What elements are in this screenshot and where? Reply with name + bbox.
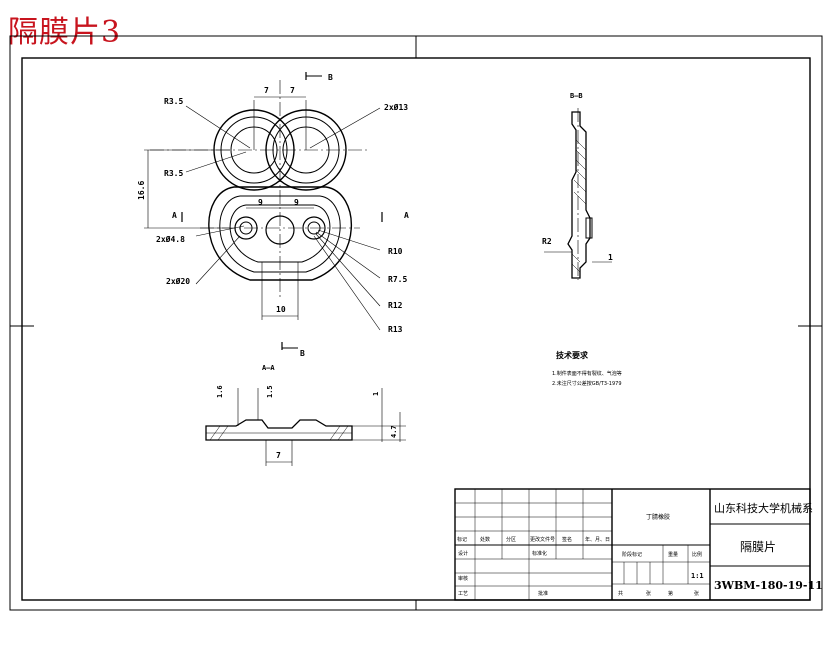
dim-sec-1: 1 xyxy=(372,392,380,396)
tb-scale: 1:1 xyxy=(691,572,704,580)
dim-10: 10 xyxy=(276,305,286,314)
dim-r2: R2 xyxy=(542,237,552,246)
plan-view xyxy=(144,72,383,350)
side-view xyxy=(544,108,612,280)
notes-line-2: 2.未注尺寸公差按GB/T3-1979 xyxy=(552,380,622,387)
tb-header-4: 签名 xyxy=(562,536,572,543)
tb-header-1: 处数 xyxy=(480,536,490,543)
notes-title: 技术要求 xyxy=(556,350,589,360)
dim-side-1: 1 xyxy=(608,253,613,262)
tb-header-3: 更改文件号 xyxy=(530,536,555,543)
dim-2x13: 2xØ13 xyxy=(384,102,408,112)
dim-16-6: 16.6 xyxy=(137,181,146,200)
title-block-text: 标记 处数 分区 更改文件号 签名 年、月、日 设计 标准化 审核 工艺 批准 … xyxy=(457,501,823,597)
tb-stage-header: 阶段标记 xyxy=(622,551,642,558)
dim-sec-1-6: 1.6 xyxy=(216,385,224,398)
tb-design-label: 设计 xyxy=(458,550,468,557)
dim-2x20: 2xØ20 xyxy=(166,276,190,286)
tb-header-2: 分区 xyxy=(506,536,516,543)
dim-r12: R12 xyxy=(388,301,403,310)
dim-r13: R13 xyxy=(388,325,403,334)
tb-sheet-2: 第 xyxy=(668,590,673,597)
notes-line-1: 1.制件表面不得有裂纹、气泡等 xyxy=(552,370,622,377)
tb-material: 丁腈橡胶 xyxy=(646,513,670,521)
dim-sec-4-7: 4.7 xyxy=(390,425,398,438)
tb-sheet-1: 张 xyxy=(646,590,651,597)
side-view-title: B—B xyxy=(570,92,583,100)
tb-header-5: 年、月、日 xyxy=(585,536,610,543)
dim-9-right: 9 xyxy=(294,198,299,207)
plan-view-dimensions: R3.5 R3.5 2xØ13 16.6 7 7 9 9 2xØ4.8 2xØ2… xyxy=(137,73,409,358)
tb-scale-header: 比例 xyxy=(692,551,702,558)
tb-header-0: 标记 xyxy=(457,536,467,543)
dim-sec-7: 7 xyxy=(276,451,281,460)
section-view-labels: A—A 1.6 1.5 1 4.7 7 xyxy=(216,364,398,460)
section-label-a-left: A xyxy=(172,211,177,220)
dim-r7-5: R7.5 xyxy=(388,275,407,284)
title-block xyxy=(454,488,811,601)
tb-sheet-3: 张 xyxy=(694,590,699,597)
technical-notes: 技术要求 1.制件表面不得有裂纹、气泡等 2.未注尺寸公差按GB/T3-1979 xyxy=(552,350,622,387)
tb-process-label: 工艺 xyxy=(458,591,468,597)
dim-r35-a: R3.5 xyxy=(164,97,183,106)
tb-sheet-0: 共 xyxy=(618,590,623,597)
section-view-title: A—A xyxy=(262,364,275,372)
dim-r10: R10 xyxy=(388,247,403,256)
page-title: 隔膜片3 xyxy=(8,15,122,50)
section-view xyxy=(205,388,406,466)
tb-weight-header: 重量 xyxy=(668,551,678,558)
tb-part-name: 隔膜片 xyxy=(740,540,776,554)
section-label-b-top: B xyxy=(328,73,333,82)
tb-review-label: 审核 xyxy=(458,575,468,582)
dim-7-right: 7 xyxy=(290,86,295,95)
tb-school: 山东科技大学机械系 xyxy=(714,501,813,515)
tb-standard-label: 标准化 xyxy=(532,550,547,557)
section-label-b-bottom: B xyxy=(300,349,305,358)
drawing-frame xyxy=(9,35,823,611)
dim-7-left: 7 xyxy=(264,86,269,95)
section-label-a-right: A xyxy=(404,211,409,220)
dim-r35-b: R3.5 xyxy=(164,169,183,178)
dim-9-left: 9 xyxy=(258,198,263,207)
dim-2x4-8: 2xØ4.8 xyxy=(156,234,185,244)
side-view-labels: B—B R2 1 xyxy=(542,92,613,262)
tb-approve-label: 批准 xyxy=(538,590,548,597)
tb-drawing-no: 3WBM-180-19-11 xyxy=(714,579,823,592)
dim-sec-1-5: 1.5 xyxy=(266,385,274,398)
